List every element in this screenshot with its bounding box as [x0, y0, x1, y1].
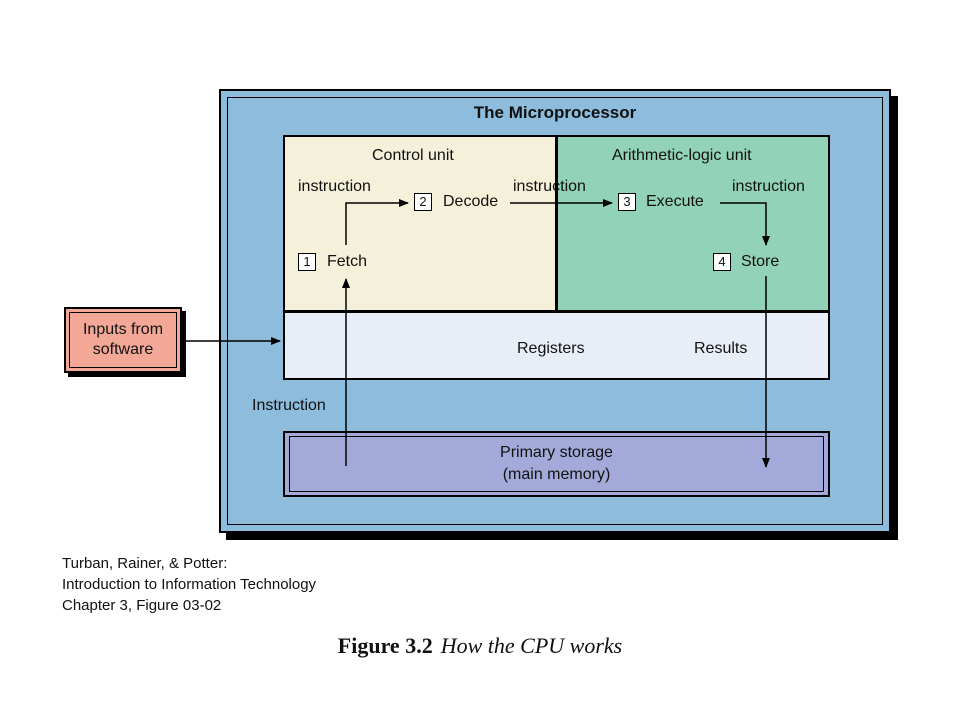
execute-to-store-arrow — [720, 202, 770, 246]
fetch-to-decode-arrow — [345, 199, 409, 245]
source-credit: Turban, Rainer, & Potter: Introduction t… — [62, 553, 316, 616]
primary-storage-inner-border — [289, 436, 824, 492]
store-label: Store — [741, 253, 780, 270]
inputs-line2: software — [92, 341, 154, 358]
control-unit-title: Control unit — [372, 147, 454, 164]
alu-box — [556, 135, 830, 312]
microprocessor-title: The Microprocessor — [473, 103, 637, 122]
inputs-line1: Inputs from — [82, 321, 164, 338]
inputs-box — [64, 307, 182, 373]
decode-label: Decode — [443, 193, 499, 210]
primary-storage-line1: Primary storage — [500, 444, 613, 461]
caption-description: How the CPU works — [440, 633, 623, 658]
figure-caption: Figure 3.2 How the CPU works — [0, 633, 960, 659]
credit-line3: Chapter 3, Figure 03-02 — [62, 597, 222, 614]
step-number-execute: 3 — [618, 193, 636, 211]
inputs-label: Inputs from software — [69, 312, 177, 368]
registers-box — [283, 311, 830, 380]
results-label: Results — [694, 340, 748, 357]
instruction-label: Instruction — [252, 397, 326, 414]
alu-instruction-label-left: instruction — [513, 178, 586, 195]
caption-figure-number: Figure 3.2 — [337, 633, 433, 658]
step-number-fetch: 1 — [298, 253, 316, 271]
credit-line2: Introduction to Information Technology — [62, 576, 317, 593]
registers-label: Registers — [517, 340, 585, 357]
primary-storage-line2: (main memory) — [502, 466, 611, 483]
alu-instruction-label-right: instruction — [732, 178, 805, 195]
fetch-label: Fetch — [327, 253, 368, 270]
primary-storage-label: Primary storage (main memory) — [283, 442, 830, 486]
credit-line1: Turban, Rainer, & Potter: — [62, 555, 228, 572]
microprocessor-inner-border — [227, 97, 883, 525]
alu-title: Arithmetic-logic unit — [612, 147, 752, 164]
primary-storage-box — [283, 431, 830, 497]
step-number-store: 4 — [713, 253, 731, 271]
cu-instruction-label: instruction — [298, 178, 371, 195]
step-number-decode: 2 — [414, 193, 432, 211]
execute-label: Execute — [646, 193, 704, 210]
